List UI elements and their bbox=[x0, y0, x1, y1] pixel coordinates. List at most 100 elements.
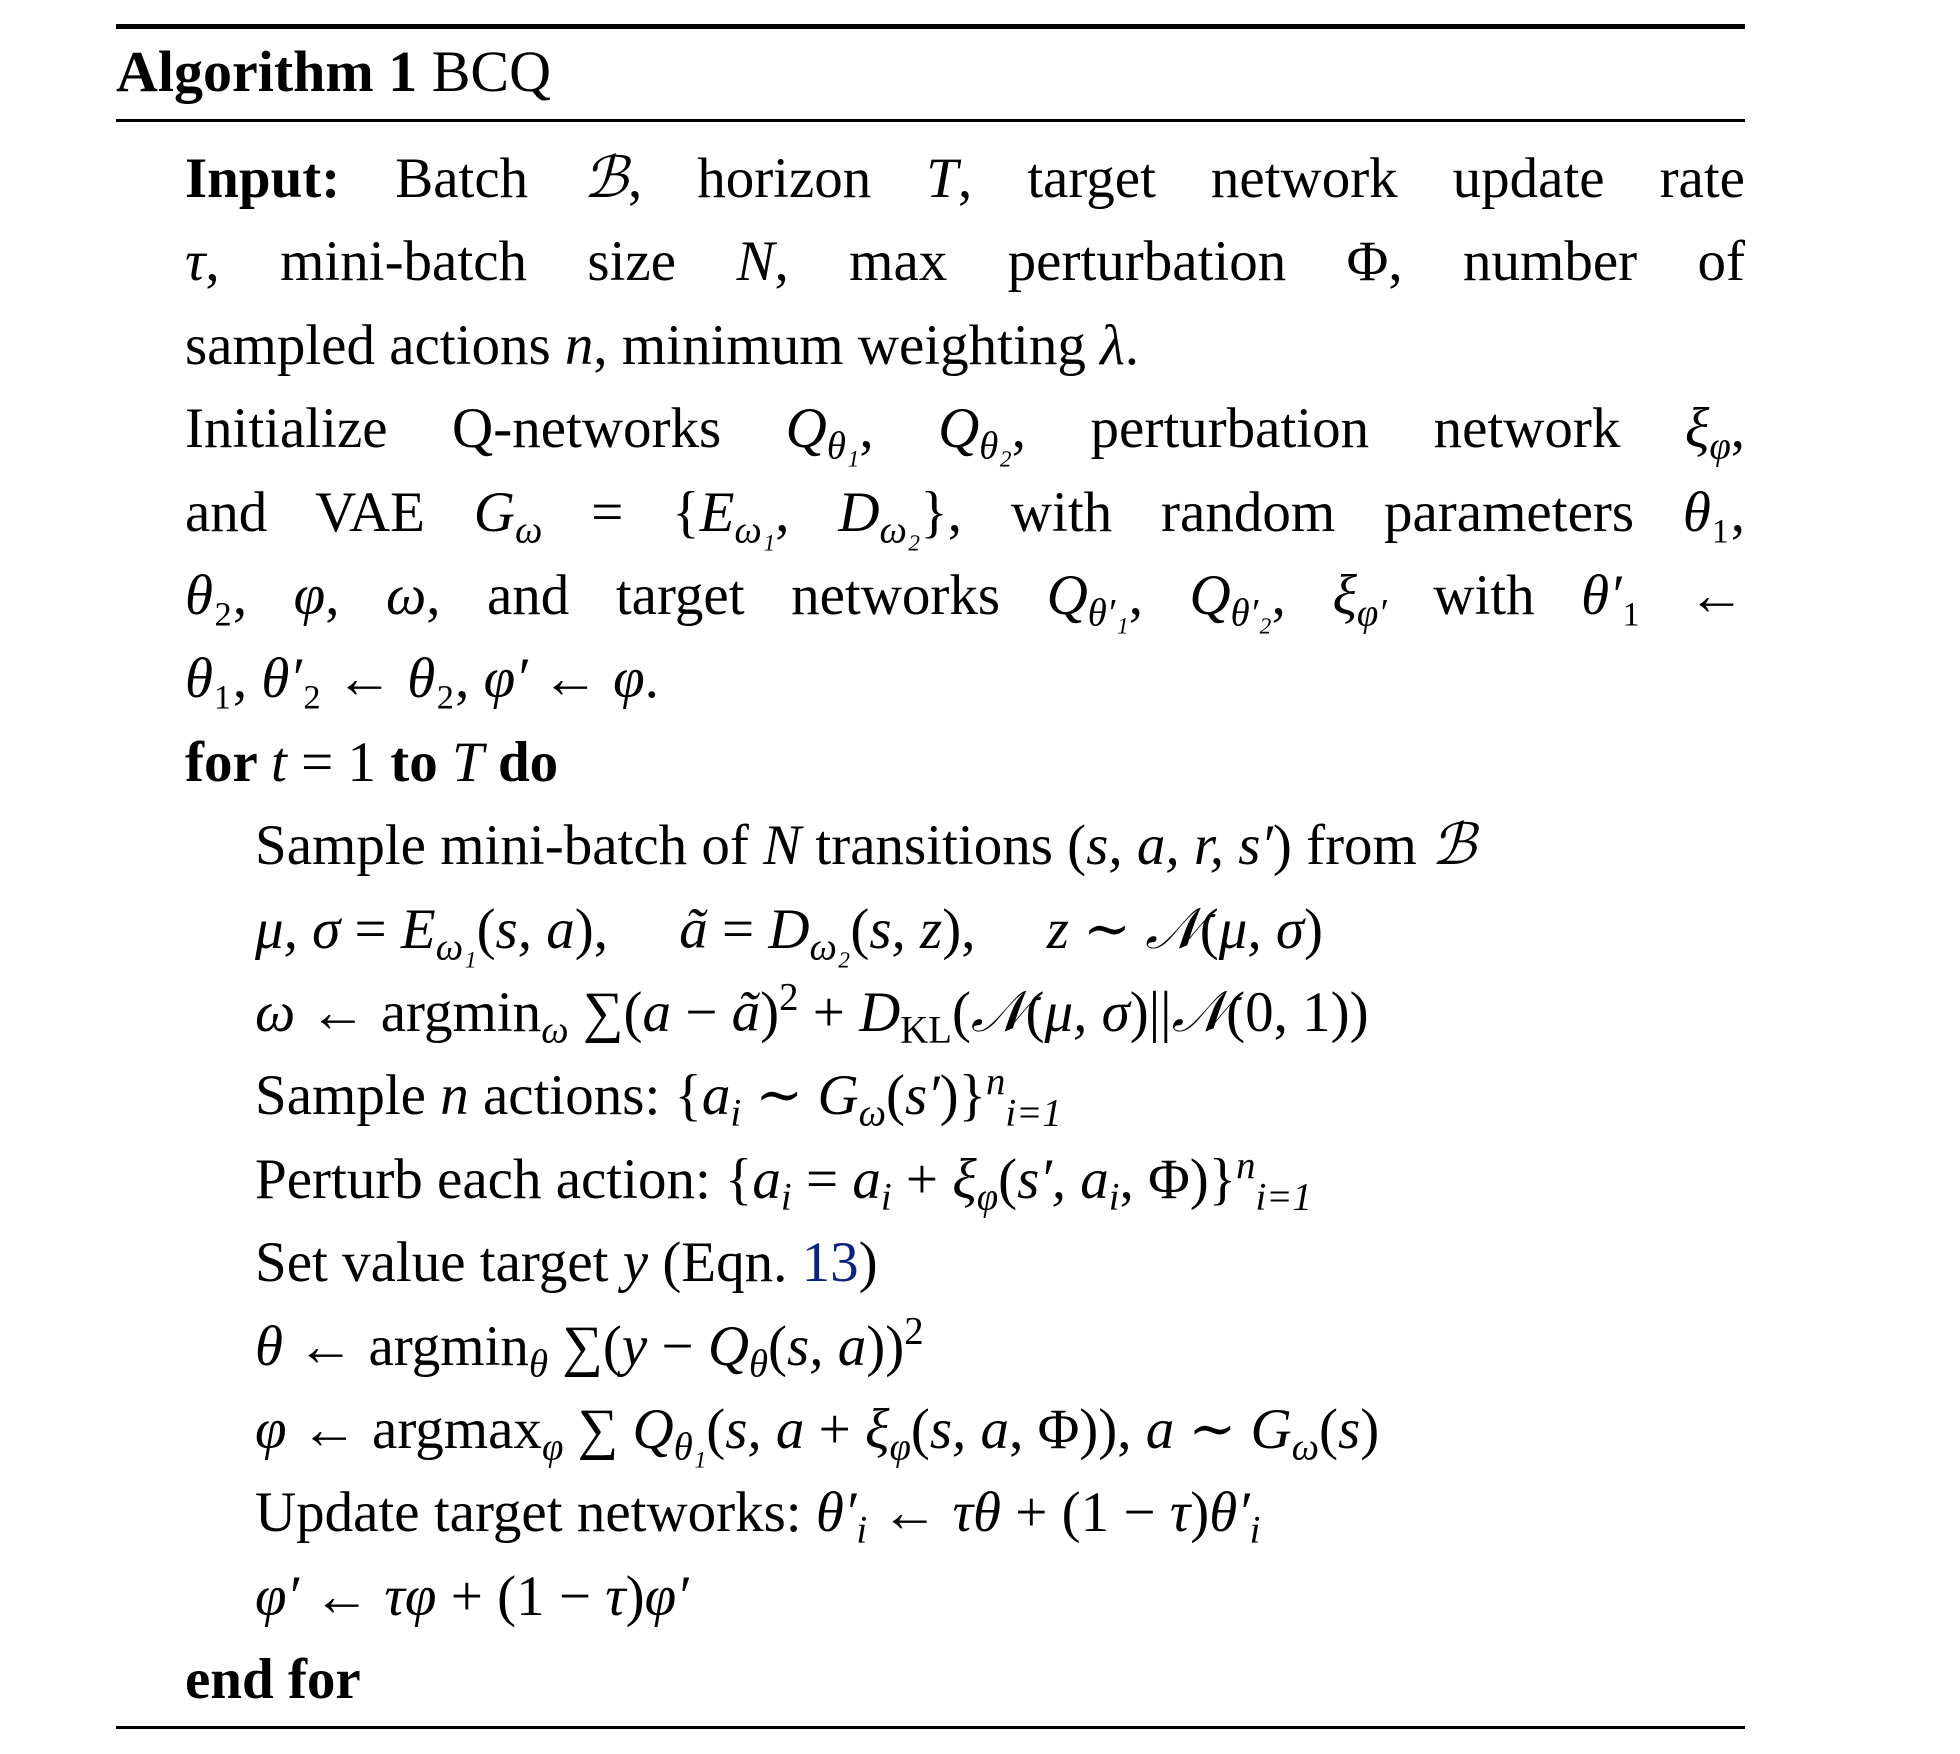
text-segment: ) bbox=[1190, 1481, 1210, 1545]
subscript: i=1 bbox=[1005, 1092, 1062, 1136]
text-segment: t bbox=[271, 730, 287, 794]
text-segment: θ bbox=[185, 564, 213, 627]
algorithm-title: Algorithm 1 BCQ bbox=[116, 36, 551, 108]
text-segment: θ bbox=[1682, 480, 1711, 544]
text-segment: ₁, bbox=[1710, 480, 1745, 544]
text-segment: ω₁ bbox=[734, 508, 776, 552]
text-segment: φ′ bbox=[255, 1564, 300, 1628]
text-segment: N bbox=[763, 814, 802, 878]
text-segment: ξ bbox=[952, 1147, 977, 1211]
text-segment: ω bbox=[541, 1008, 569, 1052]
subscript: i=1 bbox=[1255, 1175, 1312, 1219]
text-segment: a bbox=[701, 1064, 731, 1128]
text-segment: ) from bbox=[1272, 814, 1432, 878]
text-segment: ( bbox=[1319, 1398, 1338, 1461]
text-segment: s, z bbox=[869, 897, 943, 961]
text-segment: φ bbox=[1709, 424, 1731, 468]
text-segment: Sample bbox=[255, 1064, 441, 1128]
text-segment: . bbox=[1124, 313, 1140, 377]
text-segment: KL bbox=[900, 1008, 952, 1052]
text-segment: μ, σ bbox=[1218, 897, 1305, 961]
superscript: n bbox=[1236, 1144, 1256, 1188]
text-segment: ω₂ bbox=[809, 925, 851, 969]
text-segment: ω bbox=[255, 981, 296, 1044]
superscript: n bbox=[985, 1061, 1006, 1105]
text-segment: θ bbox=[407, 647, 436, 711]
text-segment: ω₂ bbox=[879, 508, 921, 552]
text-segment: ω bbox=[514, 508, 543, 552]
text-segment: 𝒩 bbox=[1171, 981, 1227, 1044]
text-segment: φ′ bbox=[1356, 591, 1387, 635]
text-segment: ), bbox=[942, 897, 1047, 961]
text-segment: a bbox=[1145, 1398, 1175, 1461]
text-segment: n bbox=[440, 1064, 469, 1128]
text-segment: ( bbox=[1199, 897, 1219, 961]
text-segment: )} bbox=[939, 1064, 986, 1128]
text-segment: a bbox=[752, 1147, 781, 1211]
text-segment: θ′₂ bbox=[1230, 591, 1272, 635]
text-segment: ξ bbox=[1332, 564, 1357, 627]
text-segment: φ bbox=[889, 1425, 911, 1469]
algorithm-line: Sample n actions: {ai ∼ Gω(s′)}ni=1 bbox=[255, 1054, 1745, 1137]
algorithm-line: Set value target y (Eqn. 13) bbox=[255, 1221, 1745, 1304]
text-segment: ) bbox=[858, 1231, 878, 1295]
text-segment: ω₁ bbox=[435, 925, 477, 969]
text-segment: to bbox=[390, 730, 452, 794]
text-segment: ) bbox=[625, 1564, 645, 1628]
text-segment: ( bbox=[476, 897, 496, 961]
text-segment: , horizon bbox=[627, 147, 927, 210]
text-segment: θ bbox=[255, 1314, 283, 1378]
text-segment: φ′ bbox=[483, 647, 528, 711]
text-segment: ← argmax bbox=[286, 1398, 542, 1461]
text-segment: θ₁ bbox=[673, 1425, 707, 1469]
text-segment: G bbox=[1250, 1398, 1292, 1461]
text-segment: Batch bbox=[340, 147, 584, 210]
text-segment: ω bbox=[1291, 1425, 1320, 1469]
text-segment: ← bbox=[299, 1564, 385, 1628]
text-segment: , Φ)} bbox=[1119, 1147, 1237, 1211]
text-segment: θ₂ bbox=[979, 424, 1012, 468]
text-segment: = { bbox=[542, 480, 700, 544]
text-segment: = 1 bbox=[286, 730, 391, 794]
bottom-rule bbox=[116, 1726, 1745, 1729]
equation-reference-link[interactable]: 13 bbox=[801, 1231, 859, 1295]
text-segment: and VAE bbox=[185, 480, 474, 544]
text-segment: ξ bbox=[865, 1398, 890, 1461]
text-segment: ∑( bbox=[547, 1314, 622, 1378]
text-segment: Q bbox=[1189, 564, 1231, 627]
text-segment: Q bbox=[707, 1314, 749, 1378]
text-segment: ∑ bbox=[563, 1398, 633, 1461]
text-segment: = bbox=[791, 1147, 853, 1211]
text-segment: ℬ bbox=[583, 147, 628, 210]
text-segment: s, a bbox=[787, 1314, 867, 1378]
text-segment: Initialize Q-networks bbox=[185, 397, 786, 461]
text-segment: ₁, bbox=[213, 647, 262, 711]
text-segment: (Eqn. bbox=[648, 1231, 802, 1295]
text-segment: D bbox=[768, 897, 810, 961]
text-segment: Sample mini-batch of bbox=[255, 814, 764, 878]
text-segment: θ bbox=[528, 1342, 548, 1386]
text-segment: θ bbox=[185, 647, 213, 711]
sub-superscript: ni=1 bbox=[985, 1061, 1062, 1133]
text-segment: ( bbox=[850, 897, 870, 961]
text-segment: ₂, bbox=[213, 564, 294, 627]
text-segment: i bbox=[780, 1175, 792, 1219]
text-segment: θ bbox=[749, 1342, 769, 1386]
text-segment: ∼ bbox=[1174, 1398, 1251, 1461]
text-segment: , bbox=[775, 480, 839, 544]
text-segment: = bbox=[707, 897, 769, 961]
text-segment: − bbox=[647, 1314, 708, 1378]
text-segment: φ′ bbox=[644, 1564, 689, 1628]
text-segment: E bbox=[400, 897, 436, 961]
text-segment: s bbox=[1338, 1398, 1361, 1461]
text-segment: s, a bbox=[725, 1398, 805, 1461]
text-segment: τ bbox=[185, 230, 206, 294]
text-segment: ( bbox=[998, 1147, 1018, 1211]
text-segment: φ bbox=[541, 1425, 564, 1469]
text-segment: D bbox=[838, 480, 880, 544]
algorithm-line: τ, mini-batch size N, max perturbation Φ… bbox=[185, 220, 1745, 303]
text-segment: s, a, r, s′ bbox=[1086, 814, 1273, 878]
text-segment: + (1 − bbox=[436, 1564, 606, 1628]
text-segment: y bbox=[621, 1314, 648, 1378]
text-segment: τθ bbox=[952, 1481, 1002, 1545]
